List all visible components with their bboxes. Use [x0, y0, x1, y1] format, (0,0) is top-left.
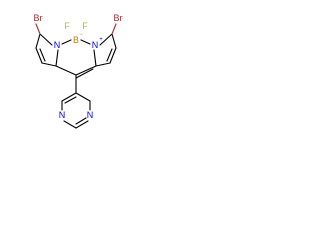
atom-boron: B [73, 35, 79, 45]
structure-canvas: Br Br F F B − N N + N N [0, 0, 152, 152]
bond [35, 23, 41, 35]
bond [111, 23, 117, 35]
n-right-charge: + [99, 37, 103, 43]
bond [75, 120, 89, 129]
bond [99, 33, 113, 46]
bodipy-structure-diagram: Br Br F F B − N N + N N [34, 13, 123, 129]
bond [111, 33, 117, 49]
bond [63, 120, 77, 129]
bond [35, 47, 43, 64]
atom-br-right: Br [114, 13, 123, 23]
atom-f-right: F [82, 21, 88, 31]
bond [61, 39, 72, 45]
bond [39, 48, 46, 62]
bond [39, 33, 53, 46]
atom-f-left: F [64, 21, 70, 31]
atom-br-left: Br [34, 13, 43, 23]
bond [93, 49, 97, 67]
atom-n-pyrimidine-right: N [87, 110, 94, 120]
bond [106, 48, 113, 62]
bond [80, 39, 91, 45]
atom-n-left: N [54, 40, 61, 50]
bond [41, 62, 57, 67]
bond [55, 49, 59, 67]
bond [75, 92, 91, 102]
bond [64, 96, 77, 104]
bond [75, 117, 87, 125]
bond [109, 47, 117, 64]
bond [61, 92, 77, 102]
atom-n-right: N [92, 40, 99, 50]
bond [35, 33, 41, 49]
bond [75, 68, 94, 79]
atom-n-pyrimidine-left: N [59, 110, 66, 120]
bond [55, 65, 77, 76]
bond [75, 65, 97, 76]
bond [95, 62, 111, 67]
boron-charge: − [79, 32, 83, 38]
